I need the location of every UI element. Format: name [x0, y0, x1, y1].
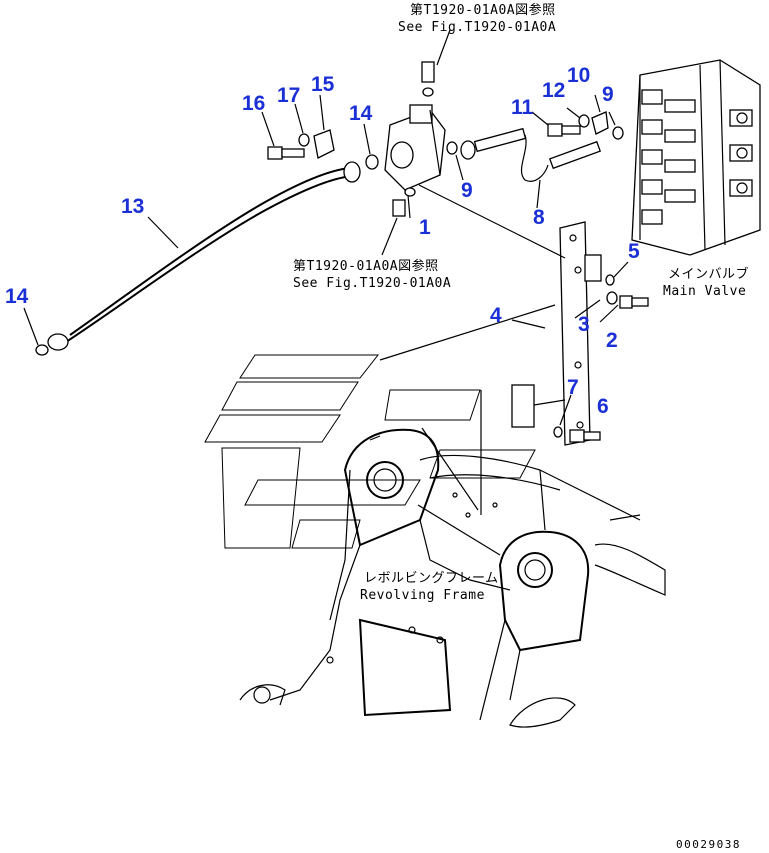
callout-2: 2	[606, 329, 618, 352]
callout-4: 4	[490, 304, 502, 327]
o-ring-14-right	[365, 154, 379, 170]
callout-17: 17	[277, 84, 300, 107]
callout-5: 5	[628, 240, 640, 263]
split-flange-10	[591, 111, 609, 135]
bolt-6	[569, 429, 601, 443]
callout-14-left: 14	[5, 285, 29, 308]
washer-17	[298, 133, 310, 147]
callout-3: 3	[578, 313, 590, 336]
main-valve	[631, 59, 761, 256]
washer-7	[553, 426, 563, 438]
washer-12	[578, 114, 590, 128]
callout-15: 15	[311, 73, 335, 96]
note-mid-jp: 第T1920-01A0A図参照	[293, 258, 439, 274]
leader-lines	[23, 94, 629, 556]
revolving-frame	[239, 428, 666, 728]
o-ring-14-left	[35, 344, 49, 356]
frame-label-en: Revolving Frame	[360, 588, 485, 603]
callout-6: 6	[597, 395, 609, 418]
callout-14-right: 14	[349, 102, 373, 125]
watermark-logo	[204, 354, 536, 549]
hose-13	[47, 161, 361, 351]
main-valve-label-en: Main Valve	[663, 284, 746, 299]
washer-3	[606, 291, 618, 305]
callout-12: 12	[542, 79, 565, 102]
note-top-jp: 第T1920-01A0A図参照	[410, 2, 556, 18]
o-ring-9-left	[446, 141, 458, 155]
frame-label-jp: レボルビングフレーム	[364, 571, 499, 586]
callout-1: 1	[419, 216, 431, 239]
o-ring-9-right	[612, 126, 624, 140]
callout-9-left: 9	[461, 179, 473, 202]
note-top-en: See Fig.T1920-01A0A	[398, 20, 556, 35]
fitting-bottom	[381, 187, 416, 256]
callout-16: 16	[242, 92, 265, 115]
main-valve-label-jp: メインバルブ	[668, 266, 749, 282]
split-flange-15	[313, 129, 335, 159]
bolt-11	[547, 123, 581, 137]
bolt-16	[267, 146, 305, 160]
callout-8: 8	[533, 206, 545, 229]
callout-11: 11	[511, 96, 534, 119]
callout-10: 10	[567, 64, 590, 87]
fitting-top	[421, 29, 451, 97]
washer-5	[605, 274, 615, 286]
callout-7: 7	[567, 376, 579, 399]
hose-8	[460, 127, 602, 182]
callout-13: 13	[121, 195, 144, 218]
callout-9-right: 9	[602, 83, 614, 106]
bolt-2	[619, 295, 649, 309]
note-mid-en: See Fig.T1920-01A0A	[293, 276, 451, 291]
drawing-code: 00029038	[676, 838, 741, 851]
valve-1	[384, 104, 446, 191]
